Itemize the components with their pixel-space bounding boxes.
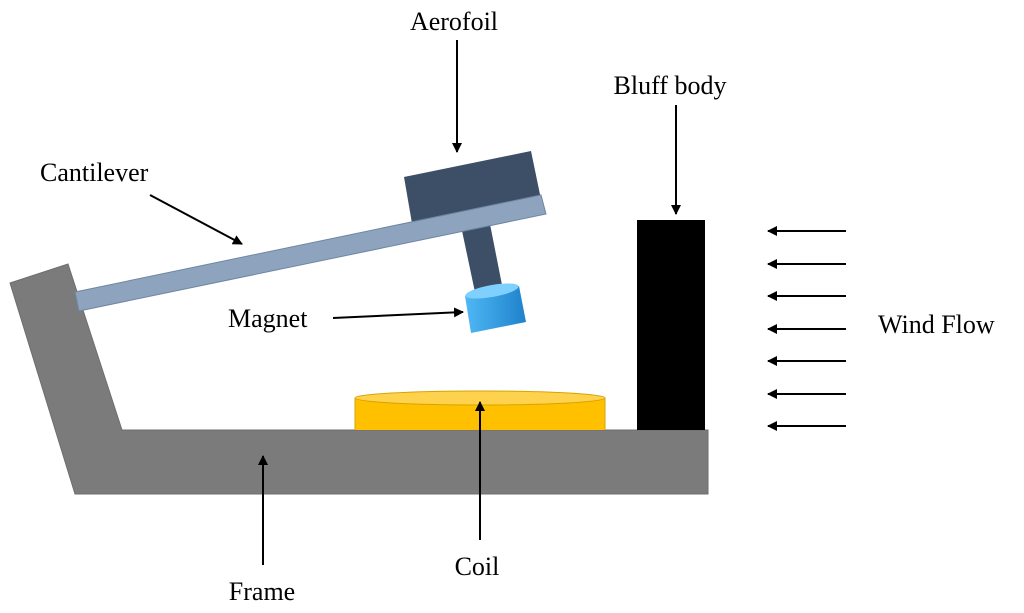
bluff-body-shape — [637, 220, 705, 430]
magnet-arrow — [332, 307, 464, 319]
magnet-shape — [465, 283, 526, 333]
frame-shape — [9, 263, 709, 495]
magnet-label: Magnet — [228, 304, 308, 333]
wind-flow-label: Wind Flow — [878, 310, 995, 339]
magnet-stem — [461, 219, 503, 297]
cantilever-shape — [74, 194, 547, 312]
coil-label: Coil — [455, 552, 500, 581]
cantilever-label: Cantilever — [40, 158, 149, 187]
wind-flow-arrows — [767, 226, 846, 431]
frame-label: Frame — [229, 577, 295, 606]
bluff-body-label: Bluff body — [614, 71, 727, 100]
cantilever-arrow — [149, 194, 243, 245]
aerofoil-label: Aerofoil — [410, 7, 498, 36]
